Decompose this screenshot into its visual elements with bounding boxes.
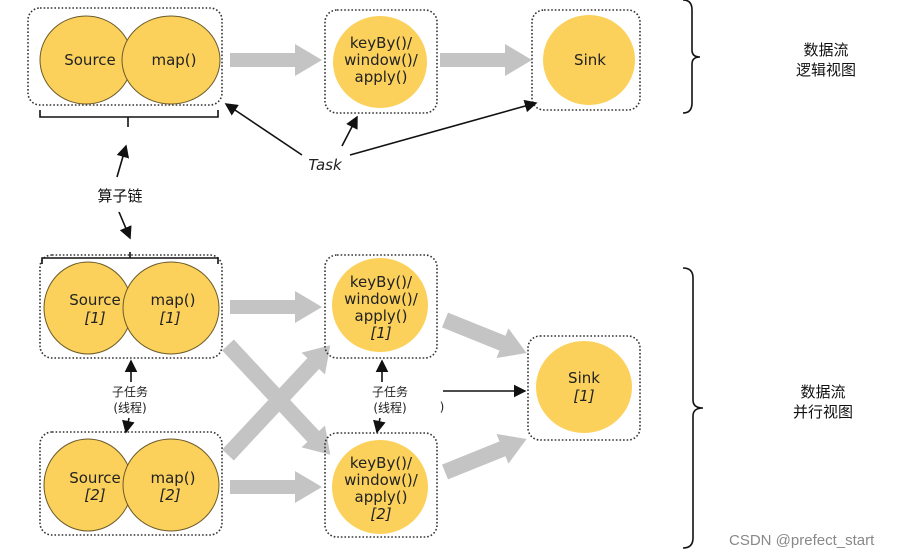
flow-arrow <box>440 44 532 76</box>
flow-arrow <box>442 433 527 480</box>
sink-label: Sink <box>568 369 600 387</box>
op-label-line: window()/ <box>344 471 419 489</box>
operator-chain-label: 算子链 <box>97 187 142 205</box>
stray-paren: ) <box>440 400 445 414</box>
parallel-op-box-1: keyBy()/ window()/ apply() [1] <box>324 254 438 359</box>
watermark: CSDN @prefect_start <box>729 532 875 549</box>
subtask-label: (线程) <box>113 400 146 415</box>
flow-arrow <box>222 345 331 461</box>
subtask-index: [2] <box>370 505 391 523</box>
parallel-view-label: 数据流 <box>800 383 845 401</box>
chain-arrow-up <box>116 144 130 178</box>
parallel-view-brace <box>682 267 704 549</box>
task-arrow <box>341 115 358 147</box>
parallel-sink-box: Sink [1] <box>527 335 641 441</box>
op-label-line: keyBy()/ <box>350 34 413 52</box>
subtask-index: [1] <box>573 387 594 405</box>
logical-view-brace <box>682 0 701 114</box>
subtask-label: (线程) <box>373 400 406 415</box>
subtask-index: [2] <box>84 486 105 504</box>
subtask-index: [1] <box>159 309 180 327</box>
subtask-label: 子任务 <box>112 384 148 399</box>
source-label: Source <box>64 51 116 69</box>
chain-arrow-down <box>118 211 132 240</box>
sink-label: Sink <box>574 51 606 69</box>
sink-node <box>536 341 632 433</box>
op-label-line: keyBy()/ <box>350 273 413 291</box>
subtask-arrow <box>373 417 386 434</box>
op-label-line: apply() <box>355 488 408 506</box>
subtask-index: [1] <box>84 309 105 327</box>
logical-op-box: keyBy()/ window()/ apply() <box>324 9 438 114</box>
op-label-line: apply() <box>355 68 408 86</box>
data-flow-arrows <box>222 44 532 503</box>
flow-arrow <box>442 312 527 359</box>
subtask-index: [2] <box>159 486 180 504</box>
parallel-chain-box-2: Source [2] map() [2] <box>39 431 223 536</box>
map-label: map() <box>150 469 195 487</box>
flow-arrow <box>230 44 322 76</box>
subtask-label: 子任务 <box>372 384 408 399</box>
subtask-arrow <box>122 417 135 434</box>
op-label-line: keyBy()/ <box>350 454 413 472</box>
task-label: Task <box>308 156 343 174</box>
map-node <box>122 261 220 355</box>
keyby-window-apply-node <box>332 258 428 352</box>
chain-bracket <box>41 252 219 264</box>
source-label: Source <box>69 291 121 309</box>
logical-view-label: 数据流 <box>803 41 848 59</box>
keyby-window-apply-node <box>332 440 428 534</box>
chain-bracket <box>39 110 219 127</box>
map-node <box>121 15 221 105</box>
task-arrow <box>224 103 303 156</box>
map-label: map() <box>151 51 196 69</box>
parallel-view-label: 并行视图 <box>793 403 853 421</box>
op-label-line: apply() <box>355 307 408 325</box>
flow-arrow <box>230 291 322 323</box>
source-label: Source <box>69 469 121 487</box>
logical-sink-box: Sink <box>531 9 641 111</box>
parallel-chain-box-1: Source [1] map() [1] <box>39 254 223 359</box>
logical-view-label: 逻辑视图 <box>796 61 856 79</box>
op-label-line: window()/ <box>344 51 419 69</box>
flow-arrow <box>230 471 322 503</box>
sink-node <box>543 15 635 105</box>
op-label-line: window()/ <box>344 290 419 308</box>
map-node <box>122 438 220 532</box>
map-label: map() <box>150 291 195 309</box>
keyby-window-apply-node <box>333 16 427 108</box>
task-arrow <box>349 99 538 156</box>
parallel-op-box-2: keyBy()/ window()/ apply() [2] <box>324 432 438 538</box>
subtask-index: [1] <box>370 324 391 342</box>
logical-chain-box: Source map() <box>27 7 223 106</box>
